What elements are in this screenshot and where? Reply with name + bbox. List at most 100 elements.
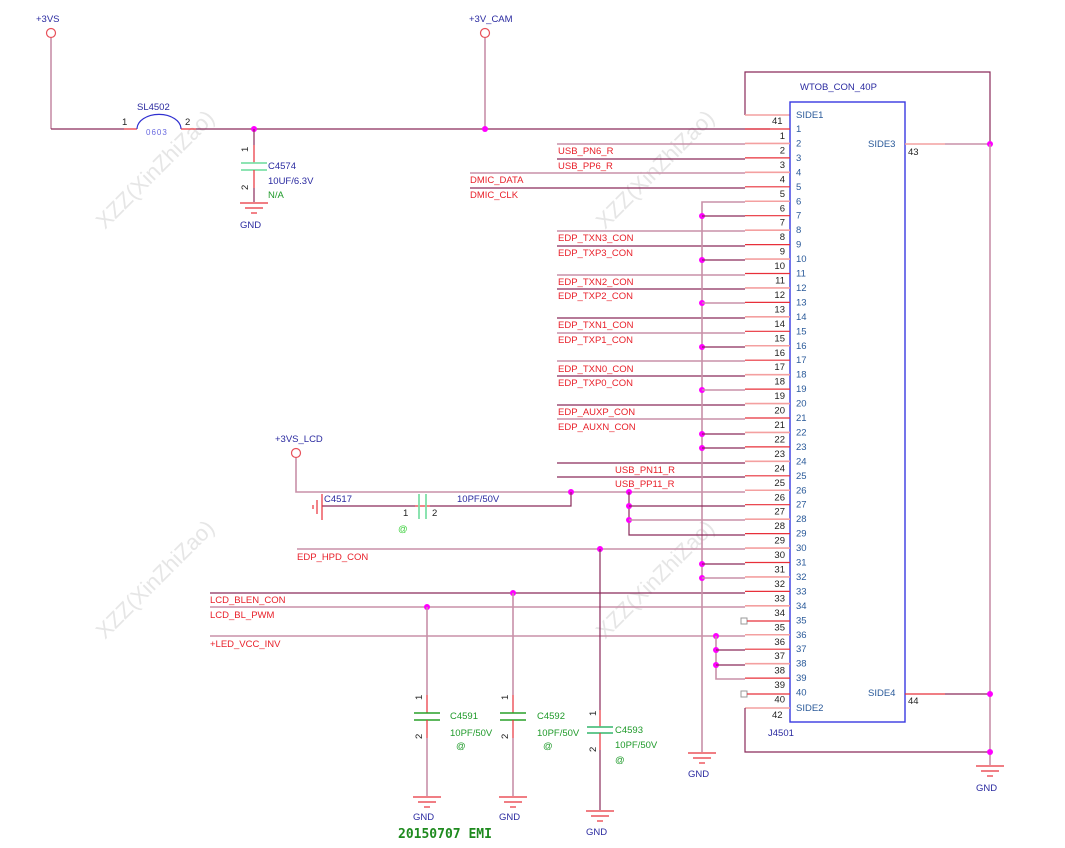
pin-name: 40 <box>796 688 807 699</box>
net-label: EDP_HPD_CON <box>297 552 368 563</box>
pin-number: 34 <box>774 608 785 619</box>
pin-name: 4 <box>796 167 801 178</box>
power-label-3vs-lcd: +3VS_LCD <box>275 434 323 445</box>
pin-name: 39 <box>796 673 807 684</box>
inductor-sl4502: SL4502 1 2 0603 <box>122 102 770 137</box>
pin-number: 2 <box>185 117 190 128</box>
pin-number: 1 <box>122 117 127 128</box>
pin-number: 30 <box>774 550 785 561</box>
pin-name: 2 <box>796 138 801 149</box>
net-label: LCD_BLEN_CON <box>210 595 286 606</box>
pin-name-side4: SIDE4 <box>868 688 895 699</box>
ground-icon <box>413 796 441 808</box>
capacitor-c4592: 1 2 C4592 10PF/50V @ GND <box>499 590 580 823</box>
pin-name: 1 <box>796 124 801 135</box>
pin-number: 18 <box>774 377 785 388</box>
pin-name: 21 <box>796 413 807 424</box>
pin-number: 39 <box>774 680 785 691</box>
watermark: XZZ(XinZhiZao) <box>91 105 219 233</box>
power-port-icon <box>290 447 302 459</box>
pin-number: 1 <box>500 695 511 700</box>
power-port-icon <box>479 27 491 39</box>
pin-number: 4 <box>780 174 785 185</box>
ground-icon <box>688 752 716 764</box>
ground-icon <box>240 202 268 214</box>
pin-number: 2 <box>500 734 511 739</box>
pin-number: 15 <box>774 333 785 344</box>
pin-number: 23 <box>774 449 785 460</box>
pin-number: 26 <box>774 492 785 503</box>
pin-name: 12 <box>796 283 807 294</box>
pin-number: 37 <box>774 651 785 662</box>
pin-number: 36 <box>774 637 785 648</box>
pin-name: 33 <box>796 586 807 597</box>
pin-name: 18 <box>796 370 807 381</box>
gnd-bus: GND <box>688 201 745 780</box>
pin-number: 33 <box>774 593 785 604</box>
pin-name: 9 <box>796 240 801 251</box>
component-note: @ <box>543 741 553 752</box>
gnd-label: GND <box>688 769 709 780</box>
pin-name: 5 <box>796 182 801 193</box>
pin-name: 35 <box>796 615 807 626</box>
component-ref: C4591 <box>450 711 478 722</box>
component-value: 10PF/50V <box>537 728 580 739</box>
component-value: 10UF/6.3V <box>268 176 314 187</box>
pin-number: 1 <box>240 147 251 152</box>
pin-name: 27 <box>796 500 807 511</box>
pin-number: 2 <box>414 734 425 739</box>
package-label: 0603 <box>146 128 168 137</box>
net-label: USB_PP6_R <box>558 161 613 172</box>
net-label: EDP_AUXN_CON <box>558 422 636 433</box>
connector-part: WTOB_CON_40P <box>800 82 877 93</box>
pin-number: 28 <box>774 521 785 532</box>
pin-number: 25 <box>774 478 785 489</box>
pin-number: 35 <box>774 622 785 633</box>
net-label: +LED_VCC_INV <box>210 639 281 650</box>
pin-name: 25 <box>796 471 807 482</box>
pin-name-side1: SIDE1 <box>796 110 823 121</box>
pin-number: 2 <box>780 145 785 156</box>
pin-name: 17 <box>796 355 807 366</box>
pin-number: 29 <box>774 536 785 547</box>
component-value: 10PF/50V <box>450 728 493 739</box>
pin-number: 10 <box>774 261 785 272</box>
pin-name: 20 <box>796 399 807 410</box>
pin-name: 3 <box>796 153 801 164</box>
component-note: @ <box>456 741 466 752</box>
pin-number: 20 <box>774 406 785 417</box>
net-label: USB_PP11_R <box>615 479 675 490</box>
connector-ref: J4501 <box>768 728 794 739</box>
pin-name: 19 <box>796 384 807 395</box>
pin-number: 27 <box>774 507 785 518</box>
component-ref: SL4502 <box>137 102 170 113</box>
net-label: EDP_TXN0_CON <box>558 364 634 375</box>
pin-name: 28 <box>796 514 807 525</box>
pin-number: 19 <box>774 391 785 402</box>
pin-number: 41 <box>772 116 783 127</box>
power-rail-3vs: +3VS <box>36 14 137 130</box>
pin-number: 21 <box>774 420 785 431</box>
connector-pins: 1122334455667788991010111112121313141415… <box>745 124 807 706</box>
pin-name: 37 <box>796 644 807 655</box>
component-note: N/A <box>268 190 285 201</box>
pin-number: 40 <box>774 695 785 706</box>
power-port-icon <box>45 27 57 39</box>
pin-name: 11 <box>796 269 806 280</box>
no-connect-icon <box>740 617 748 625</box>
pin-name: 31 <box>796 558 807 569</box>
net-labels: USB_PN6_R USB_PP6_R DMIC_DATA DMIC_CLK E… <box>210 146 675 650</box>
pin-number: 24 <box>774 463 785 474</box>
pin-number: 9 <box>780 247 785 258</box>
net-label: DMIC_CLK <box>470 190 519 201</box>
capacitor-c4574: 1 2 C4574 10UF/6.3V N/A GND <box>240 126 314 231</box>
pin-number: 44 <box>908 696 919 707</box>
pin-number: 16 <box>774 348 785 359</box>
power-rail-3v-cam: +3V_CAM <box>469 14 513 132</box>
net-label: EDP_TXN2_CON <box>558 277 634 288</box>
component-ref: C4593 <box>615 725 643 736</box>
net-label: EDP_TXP0_CON <box>558 378 633 389</box>
watermark: XZZ(XinZhiZao) <box>91 515 219 643</box>
connector-j4501: WTOB_CON_40P SIDE1 41 SIDE3 43 SIDE4 44 … <box>744 71 1004 794</box>
